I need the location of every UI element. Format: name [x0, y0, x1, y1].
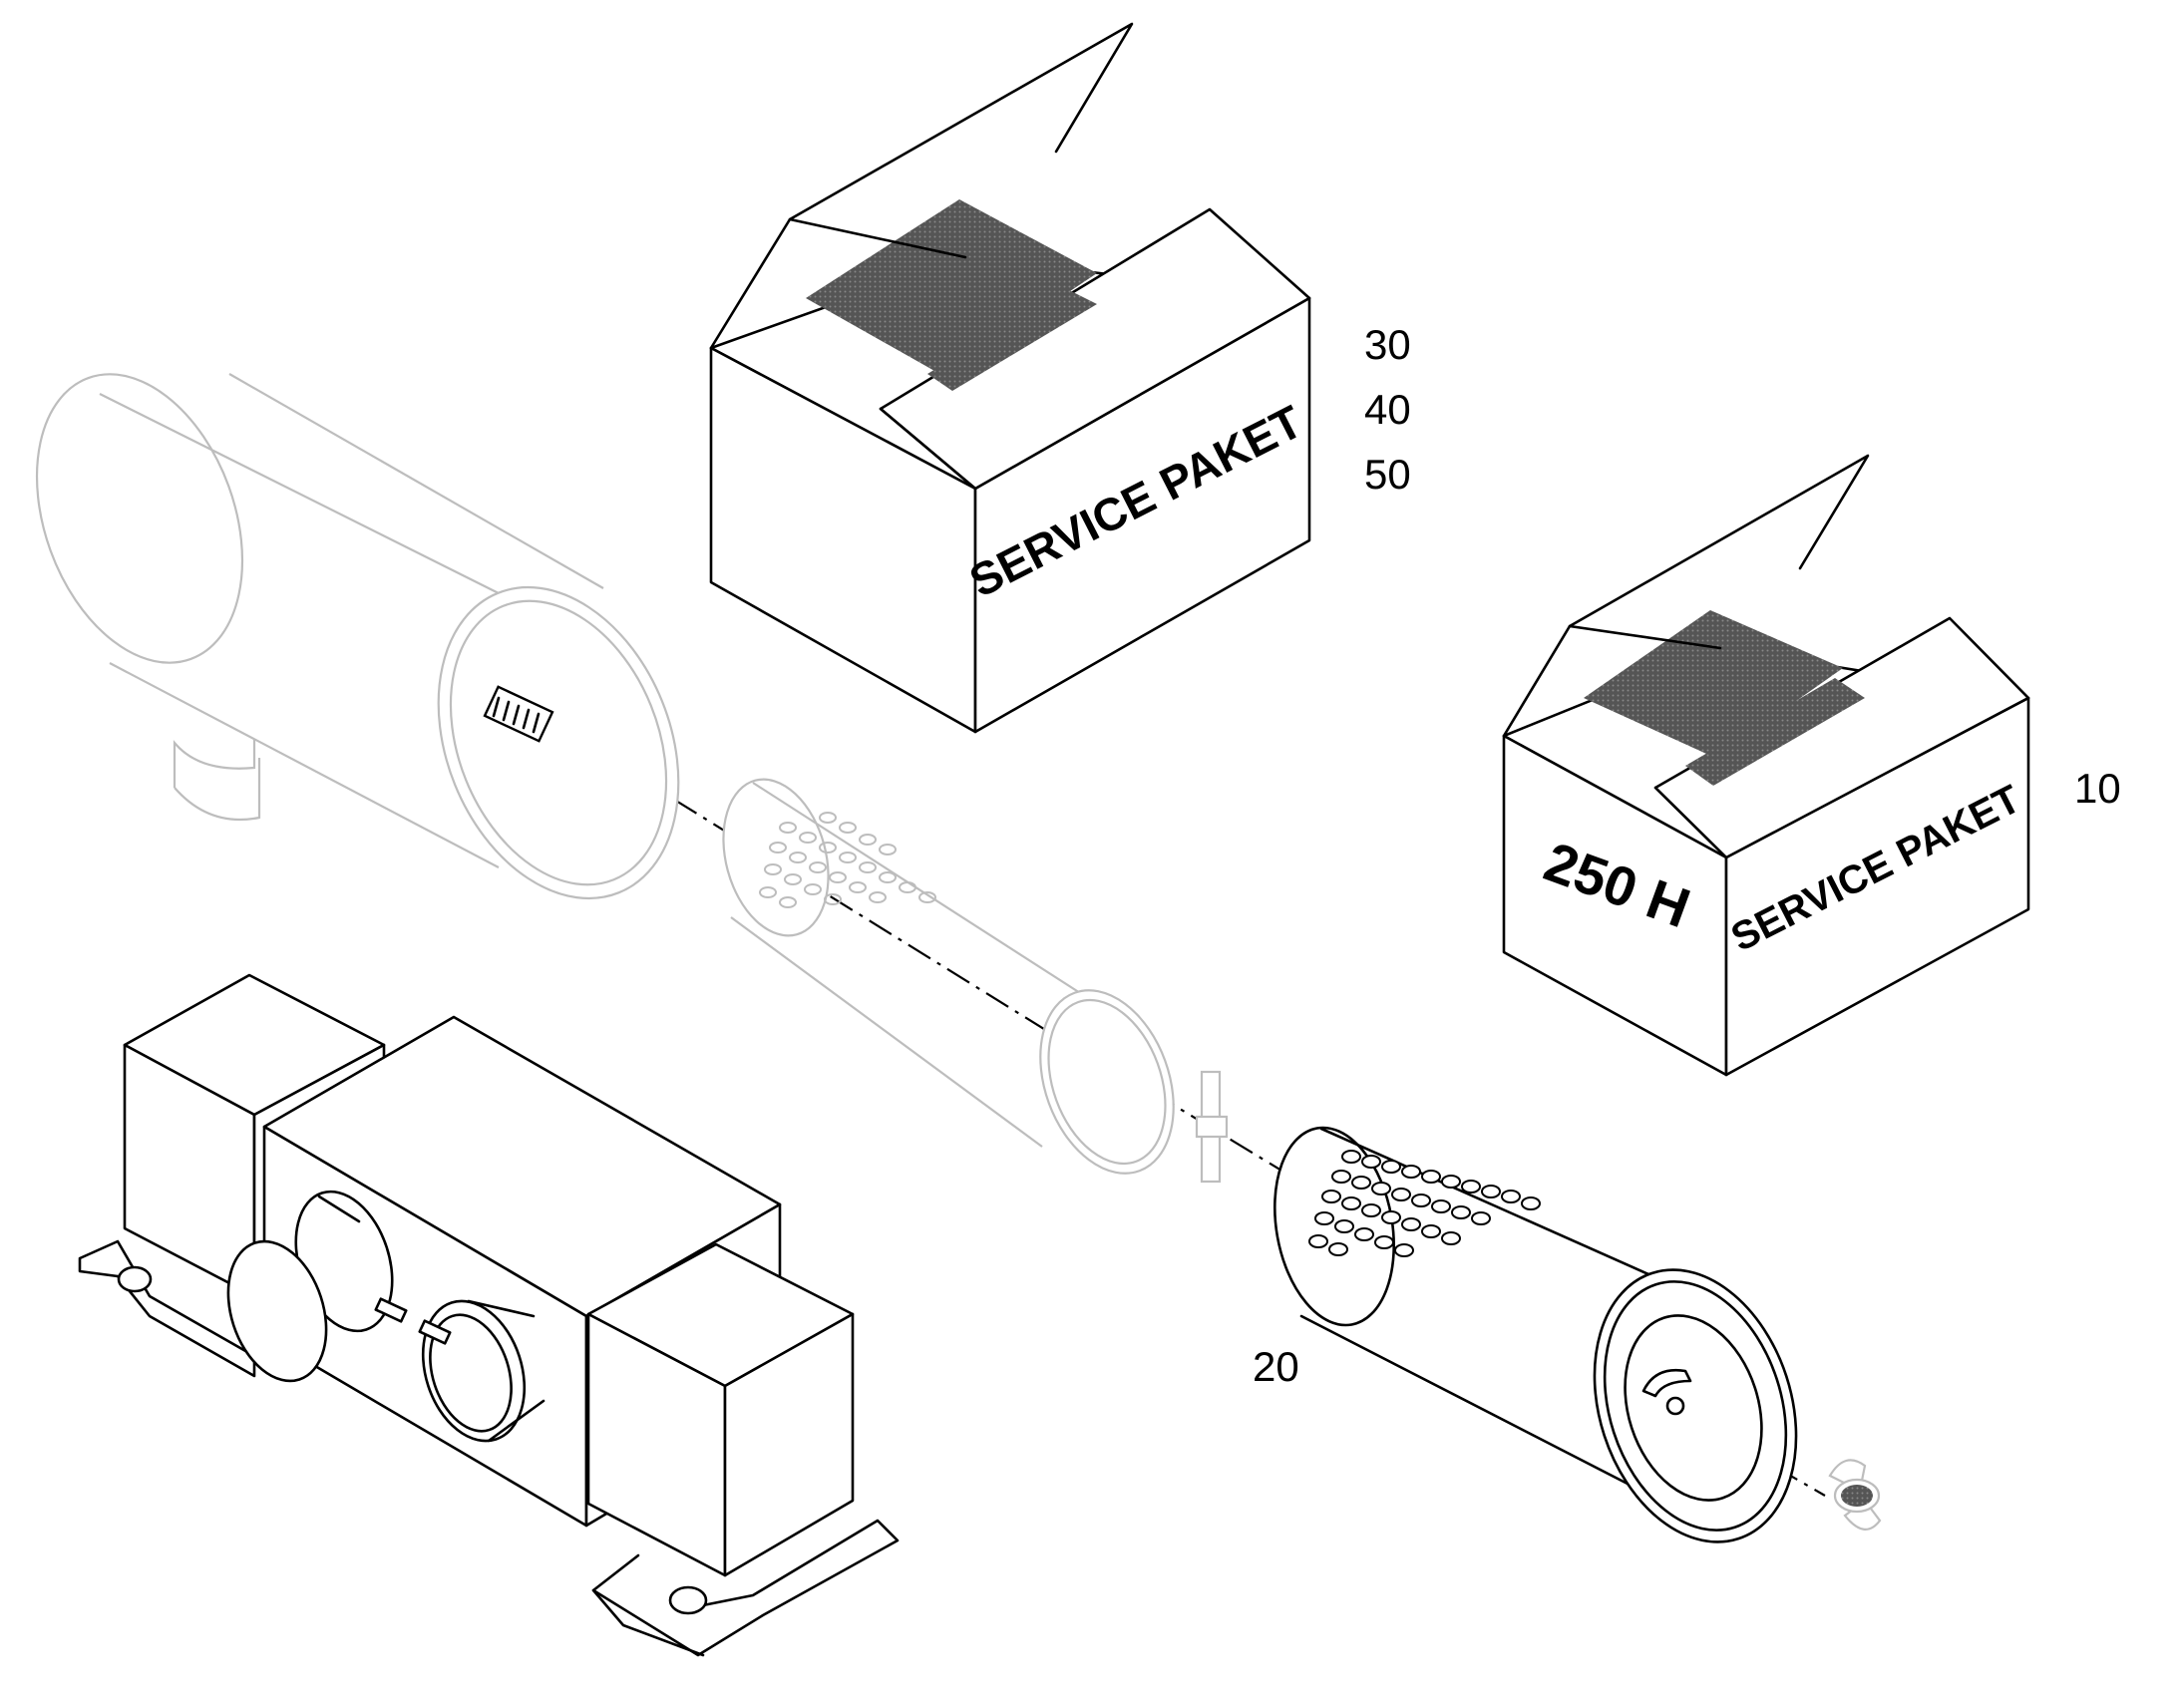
wing-nut: [1828, 1459, 1882, 1531]
safety-filter-holes: [759, 812, 936, 908]
filter-pad-top-250h: [1584, 610, 1843, 758]
main-filter-holes: [1308, 1150, 1541, 1257]
service-250h-box: 250 H SERVICE PAKET: [1502, 454, 2030, 1077]
filter-pad-right: [927, 289, 1097, 391]
callout-10: 10: [2074, 765, 2121, 812]
callout-20: 20: [1253, 1343, 1299, 1390]
callout-50: 50: [1364, 451, 1411, 498]
service-kit-box: SERVICE PAKET: [709, 22, 1311, 734]
callout-40: 40: [1364, 386, 1411, 433]
air-filter-base-assembly: [78, 973, 900, 1657]
air-filter-housing-ghost: [35, 373, 680, 900]
filter-pad-right-250h: [1685, 678, 1865, 786]
filter-pad-top: [806, 199, 1097, 376]
filter-retaining-clip: [1195, 1070, 1229, 1184]
housing-spring: [483, 685, 554, 743]
callout-30: 30: [1364, 321, 1411, 368]
callout-labels: 30 40 50 10 20: [1253, 321, 2121, 1390]
safety-filter-element-ghost: [722, 778, 1175, 1175]
main-filter-element: [1272, 1126, 1798, 1543]
